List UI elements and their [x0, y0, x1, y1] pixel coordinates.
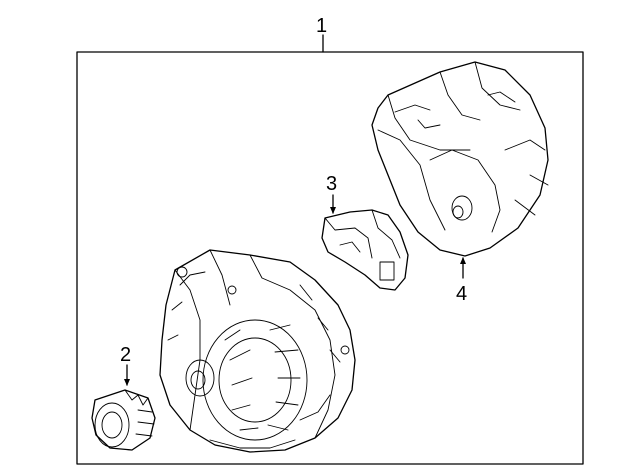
- rear-cover-icon[interactable]: [371, 61, 549, 279]
- pulley-icon[interactable]: [91, 364, 156, 451]
- callout-3-label: 3: [326, 173, 337, 195]
- voltage-regulator-icon[interactable]: [321, 194, 409, 291]
- alternator-assembly-icon[interactable]: [159, 249, 356, 453]
- callout-1-label: 1: [316, 15, 327, 37]
- callout-2-label: 2: [120, 344, 131, 366]
- assembly-frame: [76, 34, 584, 465]
- callout-4-label: 4: [456, 283, 467, 305]
